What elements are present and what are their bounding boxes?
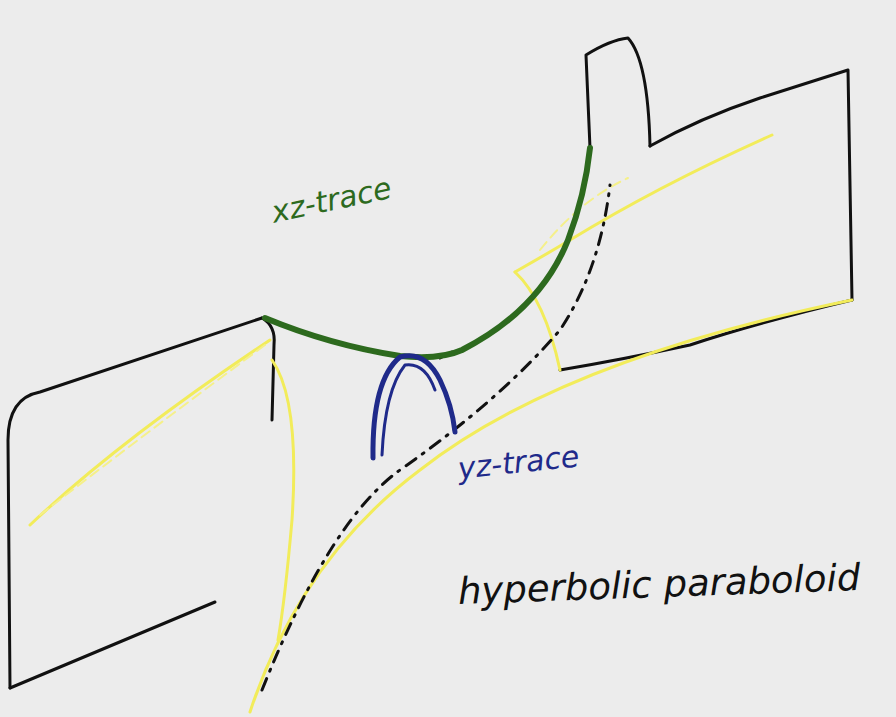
left-block-bottom bbox=[10, 602, 215, 688]
right-yellow-trace bbox=[515, 135, 772, 272]
trace-label: xz-trace bbox=[269, 173, 394, 228]
left-block-cut bbox=[262, 318, 274, 420]
left-block-outline bbox=[8, 318, 262, 688]
yz-trace-curve-inner bbox=[382, 365, 435, 455]
xz-trace-curve bbox=[265, 148, 590, 357]
left-yellow-dashed bbox=[40, 345, 265, 515]
yz-trace-curve bbox=[373, 356, 455, 458]
trace-label: yz-trace bbox=[456, 441, 580, 484]
left-yellow-vertical bbox=[272, 360, 294, 640]
left-yellow-trace bbox=[30, 340, 270, 525]
right-block-outline bbox=[650, 70, 852, 300]
front-yellow-edge bbox=[250, 300, 852, 712]
right-block-cap bbox=[586, 38, 650, 148]
surface-name: hyperbolic paraboloid bbox=[457, 559, 860, 610]
